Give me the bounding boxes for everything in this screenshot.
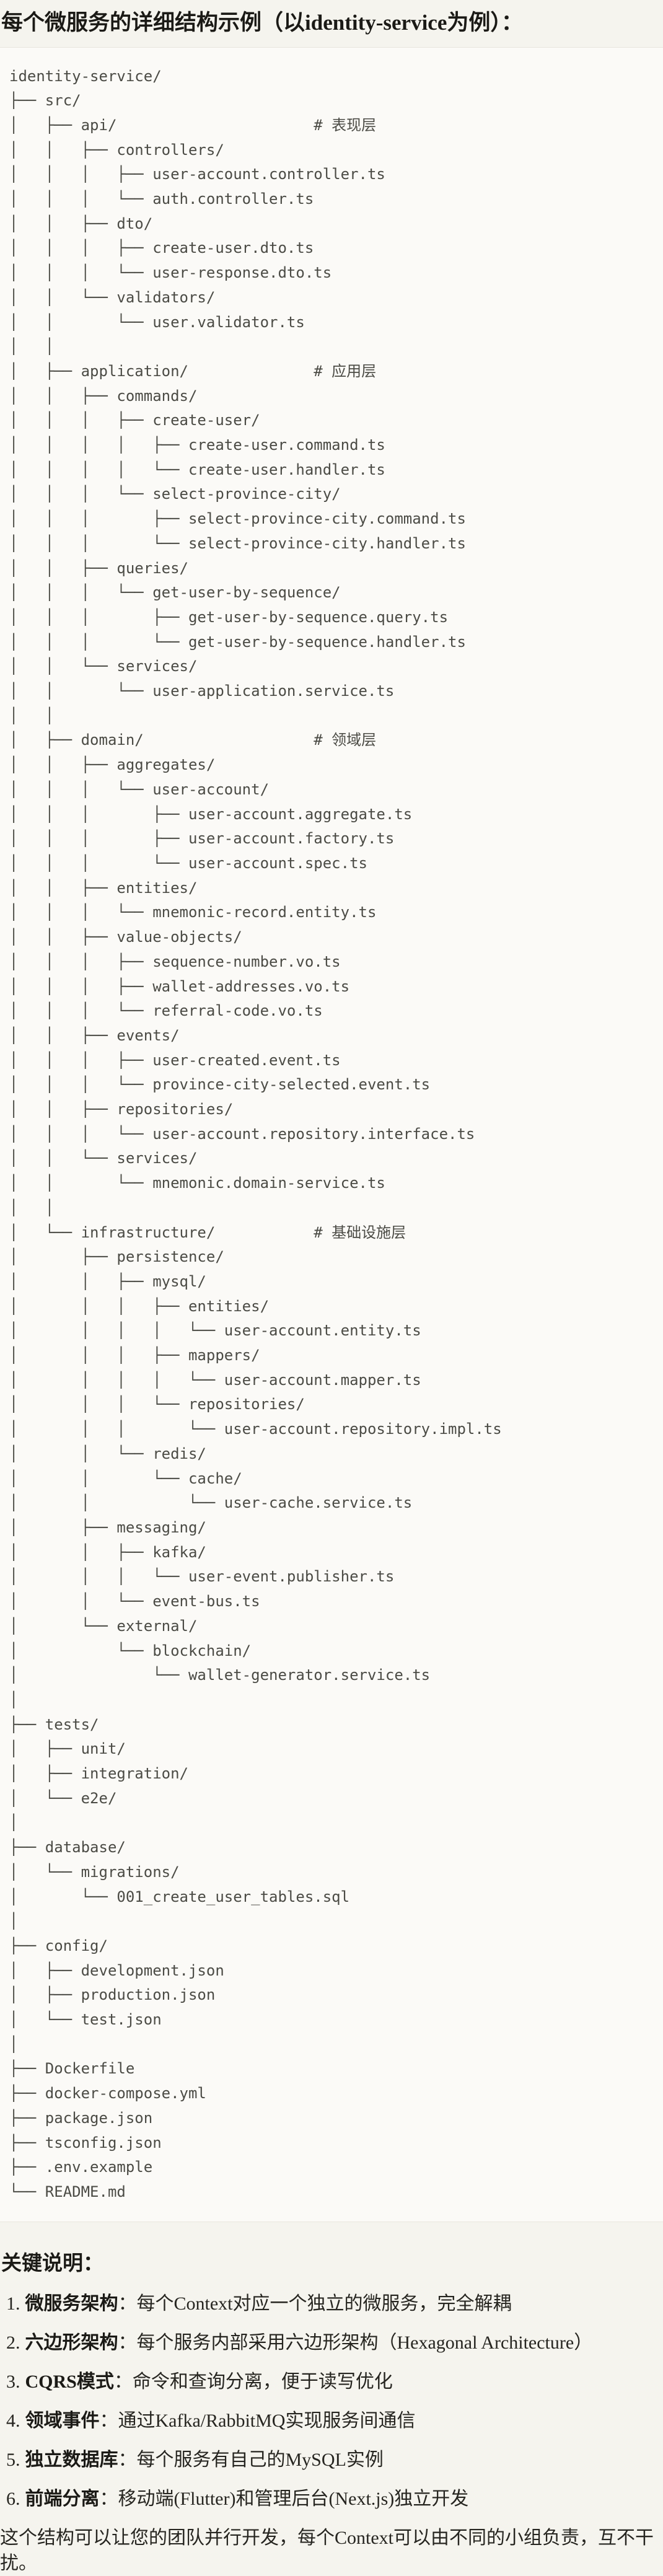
note-item-database: 5.独立数据库：每个服务有自己的MySQL实例 — [6, 2447, 663, 2473]
note-label: CQRS模式 — [25, 2372, 114, 2393]
note-text: ：每个服务有自己的MySQL实例 — [118, 2450, 384, 2471]
note-text: ：移动端(Flutter)和管理后台(Next.js)独立开发 — [99, 2489, 469, 2510]
note-number: 5. — [6, 2450, 20, 2471]
page-title: 每个微服务的详细结构示例（以identity-service为例）： — [1, 11, 523, 35]
note-label: 领域事件 — [25, 2411, 100, 2432]
closing-paragraph: 这个结构可以让您的团队并行开发，每个Context可以由不同的小组负责，互不干扰… — [0, 2528, 654, 2574]
note-item-frontend: 6.前端分离：移动端(Flutter)和管理后台(Next.js)独立开发 — [6, 2486, 663, 2512]
note-number: 3. — [6, 2372, 20, 2393]
note-number: 1. — [6, 2293, 20, 2314]
note-number: 4. — [6, 2411, 20, 2432]
note-number: 2. — [6, 2332, 20, 2354]
note-text: ：每个服务内部采用六边形架构（Hexagonal Architecture） — [118, 2332, 593, 2354]
note-item-domain-events: 4.领域事件：通过Kafka/RabbitMQ实现服务间通信 — [6, 2408, 663, 2433]
document-body: 每个微服务的详细结构示例（以identity-service为例）： ident… — [0, 9, 663, 2576]
code-block: identity-service/ ├── src/ │ ├── api/ # … — [0, 46, 663, 2222]
note-item-microservices: 1.微服务架构：每个Context对应一个独立的微服务，完全解耦 — [6, 2291, 663, 2316]
note-text: ：命令和查询分离，便于读写优化 — [113, 2372, 393, 2393]
note-text: ：每个Context对应一个独立的微服务，完全解耦 — [118, 2293, 512, 2314]
note-item-cqrs: 3.CQRS模式：命令和查询分离，便于读写优化 — [6, 2369, 663, 2394]
notes-heading: 关键说明： — [1, 2252, 103, 2275]
note-number: 6. — [6, 2489, 20, 2510]
note-label: 独立数据库 — [25, 2450, 118, 2471]
note-text: ：通过Kafka/RabbitMQ实现服务间通信 — [99, 2411, 416, 2432]
directory-tree: identity-service/ ├── src/ │ ├── api/ # … — [9, 67, 502, 2200]
note-label: 六边形架构 — [25, 2332, 118, 2354]
note-item-hexagonal: 2.六边形架构：每个服务内部采用六边形架构（Hexagonal Architec… — [6, 2330, 663, 2355]
note-label: 微服务架构 — [25, 2293, 118, 2314]
note-label: 前端分离 — [25, 2489, 100, 2510]
